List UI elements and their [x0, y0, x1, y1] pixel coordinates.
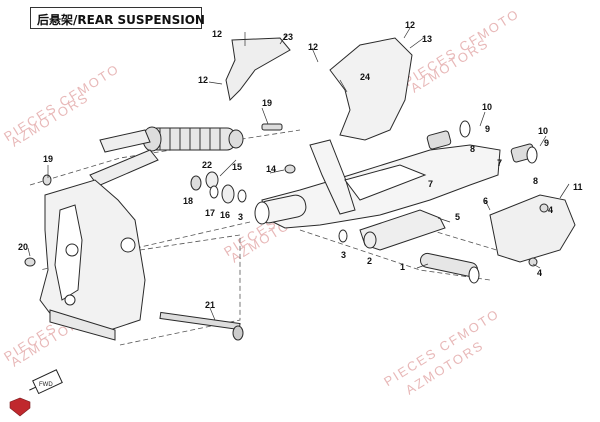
callout-19: 19 — [43, 154, 54, 164]
bolt-19-upper — [261, 123, 283, 131]
callout-4: 4 — [548, 205, 554, 215]
rear-shock-absorber — [142, 126, 244, 152]
diagram-title: 后悬架/REAR SUSPENSION — [37, 13, 205, 27]
callout-21: 21 — [205, 300, 216, 310]
callout-9: 9 — [485, 124, 491, 134]
callout-18: 18 — [183, 196, 194, 206]
callout-14: 14 — [266, 164, 277, 174]
seal-3-upper — [237, 189, 247, 203]
fwd-label: FWD — [39, 382, 53, 388]
bushing-2 — [363, 231, 377, 249]
linkage-rod-2 — [99, 129, 151, 153]
callout-4: 4 — [537, 268, 543, 278]
callout-7: 7 — [497, 158, 503, 168]
pivot-tube-end — [254, 201, 270, 225]
swingarm-upper-brace — [309, 139, 356, 215]
nut-14 — [284, 164, 296, 174]
callout-7: 7 — [428, 179, 434, 189]
upper-bracket — [225, 37, 291, 102]
nut-20 — [24, 257, 36, 267]
callout-10: 10 — [482, 102, 493, 112]
nut-4-right — [528, 257, 538, 267]
washer-8-right — [526, 146, 538, 164]
callout-17: 17 — [205, 208, 216, 218]
leader-lines — [27, 27, 570, 321]
callout-5: 5 — [455, 212, 461, 222]
callout-13: 13 — [422, 34, 433, 44]
callout-11: 11 — [573, 182, 583, 192]
chain-adjuster-left — [426, 130, 452, 150]
axle-sleeve — [419, 252, 480, 284]
bearing-16 — [221, 184, 235, 204]
callout-12: 12 — [212, 29, 223, 39]
callout-12: 12 — [308, 42, 319, 52]
callout-19: 19 — [262, 98, 273, 108]
callout-9: 9 — [544, 138, 550, 148]
callout-8: 8 — [470, 144, 476, 154]
fwd-direction-icon — [29, 369, 63, 395]
callout-10: 10 — [538, 126, 549, 136]
callout-6: 6 — [483, 196, 489, 206]
nut-4-guard — [539, 203, 549, 213]
pivot-bolt — [159, 311, 244, 341]
diagram-title-box: 后悬架/REAR SUSPENSION — [30, 7, 205, 29]
bolt-19-head — [42, 174, 52, 186]
swingarm-brace-2 — [344, 164, 427, 201]
chain-guard — [489, 194, 576, 263]
seal-3-lower — [338, 229, 348, 243]
linkage-rod — [89, 149, 159, 187]
azmotors-logo-icon — [9, 397, 31, 417]
callout-3: 3 — [341, 250, 347, 260]
callout-8: 8 — [533, 176, 539, 186]
callout-15: 15 — [232, 162, 243, 172]
callout-24: 24 — [360, 72, 371, 82]
callout-12: 12 — [405, 20, 416, 30]
bearing-22 — [205, 171, 219, 189]
clip-17 — [209, 185, 219, 199]
bearing-18 — [190, 175, 202, 191]
washer-8-left — [459, 120, 471, 138]
callout-20: 20 — [18, 242, 29, 252]
callout-16: 16 — [220, 210, 231, 220]
callout-12: 12 — [198, 75, 209, 85]
callout-23: 23 — [283, 32, 294, 42]
callout-22: 22 — [202, 160, 213, 170]
callout-2: 2 — [367, 256, 373, 266]
callout-1: 1 — [400, 262, 406, 272]
callout-3: 3 — [238, 212, 244, 222]
rear-fender — [329, 37, 413, 141]
